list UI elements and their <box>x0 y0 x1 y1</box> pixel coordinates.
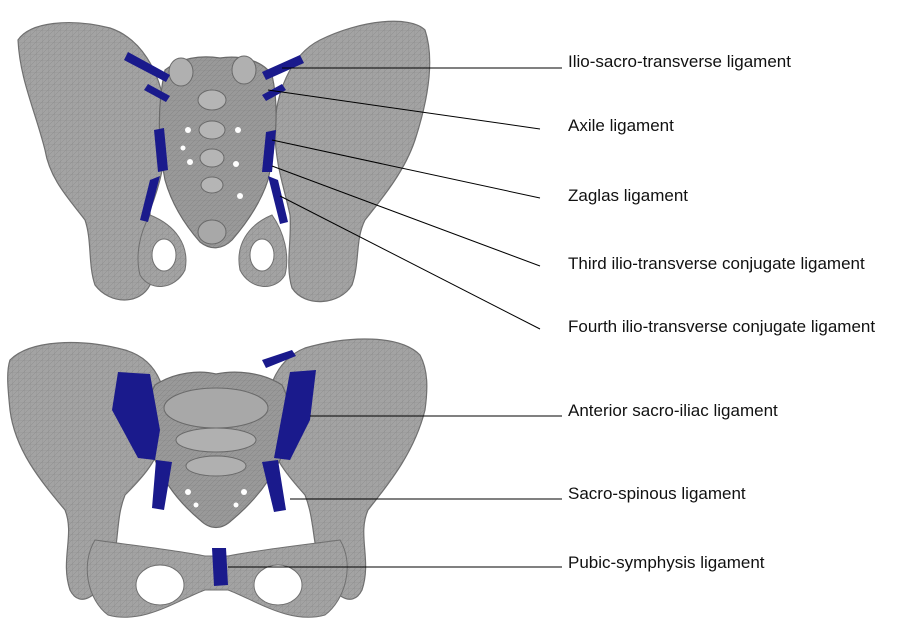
vertebral-body <box>176 428 256 452</box>
label-zaglas-ligament: Zaglas ligament <box>568 186 688 206</box>
sacral-process <box>198 90 226 110</box>
label-pubic-symphysis-ligament: Pubic-symphysis ligament <box>568 553 765 573</box>
label-axile-ligament: Axile ligament <box>568 116 674 136</box>
label-third-ilio-transverse-conjugate-ligament: Third ilio-transverse conjugate ligament <box>568 254 865 274</box>
obturator-foramen <box>136 565 184 605</box>
sacral-foramen <box>233 161 239 167</box>
posterior-pelvis-view <box>18 21 430 301</box>
sacral-promontory <box>164 388 268 428</box>
coccyx <box>198 220 226 244</box>
anterior-pelvis-view <box>8 339 427 617</box>
label-ilio-sacro-transverse-ligament: Ilio-sacro-transverse ligament <box>568 52 791 72</box>
sacral-process <box>169 58 193 86</box>
sacral-foramen <box>241 489 247 495</box>
sacral-process <box>199 121 225 139</box>
sacral-foramen <box>181 146 186 151</box>
obturator-foramen <box>254 565 302 605</box>
pubic-symphysis-ligament <box>212 548 228 586</box>
sacral-foramen <box>185 127 191 133</box>
label-sacro-spinous-ligament: Sacro-spinous ligament <box>568 484 746 504</box>
sacral-process <box>201 177 223 193</box>
label-anterior-sacro-iliac-ligament: Anterior sacro-iliac ligament <box>568 401 778 421</box>
sacral-foramen <box>194 503 199 508</box>
obturator-foramen <box>250 239 274 271</box>
sacral-process <box>200 149 224 167</box>
sacral-foramen <box>187 159 193 165</box>
sacral-process <box>232 56 256 84</box>
obturator-foramen <box>152 239 176 271</box>
sacral-foramen <box>185 489 191 495</box>
sacral-foramen <box>234 503 239 508</box>
sacral-foramen <box>237 193 243 199</box>
label-fourth-ilio-transverse-conjugate-ligament: Fourth ilio-transverse conjugate ligamen… <box>568 317 875 337</box>
vertebral-body <box>186 456 246 476</box>
sacral-foramen <box>235 127 241 133</box>
